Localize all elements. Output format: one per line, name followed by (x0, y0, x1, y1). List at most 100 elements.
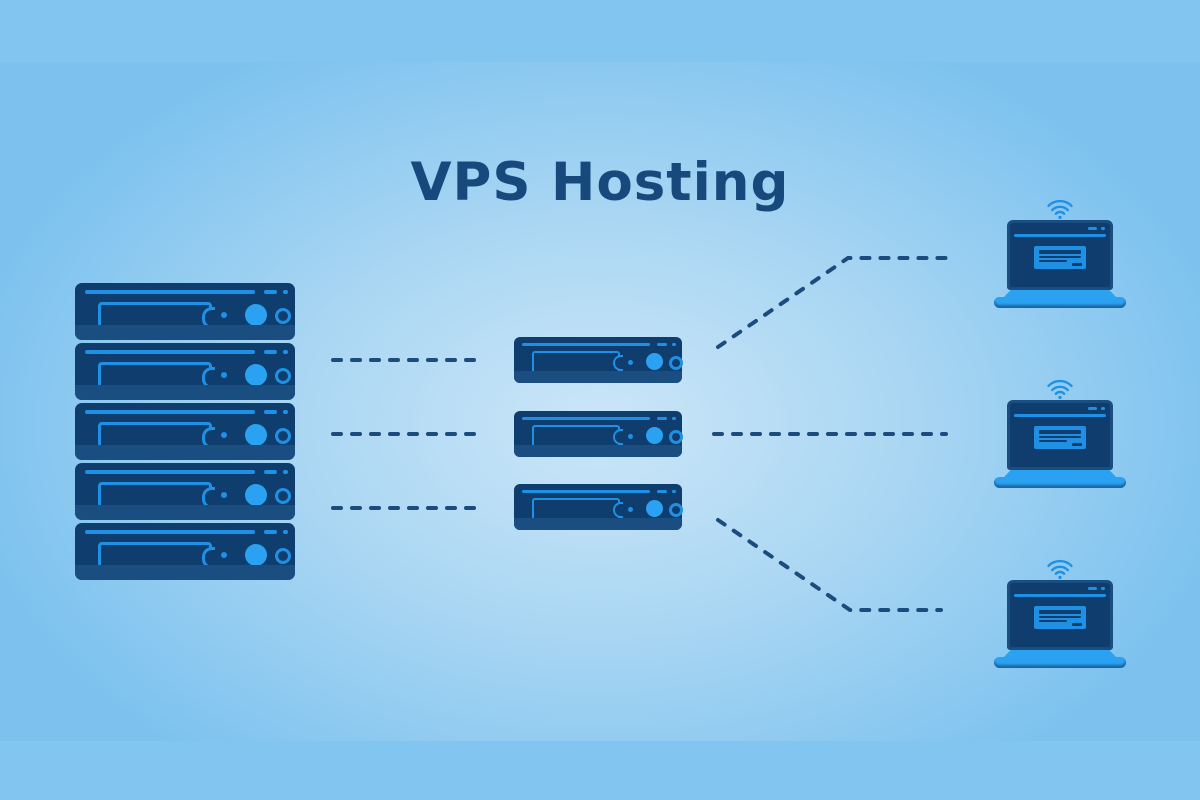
server-unit (75, 463, 295, 520)
wifi-icon (1047, 559, 1073, 579)
screen-dash (1101, 227, 1105, 230)
status-dot (221, 312, 227, 318)
server-led-strip (522, 416, 650, 420)
power-button (646, 500, 663, 517)
screen-dash (1088, 587, 1097, 590)
client-laptop (994, 197, 1126, 308)
status-dot (628, 507, 633, 512)
client-group (994, 197, 1126, 668)
status-dot (221, 492, 227, 498)
server-led-dash (264, 290, 277, 294)
server-led-dash (672, 343, 676, 346)
indicator-ring (275, 308, 291, 324)
server-unit (75, 523, 295, 580)
bottom-band (0, 741, 1200, 800)
window-line (1039, 260, 1067, 262)
server-base (514, 444, 682, 457)
screen-dash (1088, 227, 1097, 230)
server-led-strip (522, 343, 650, 346)
screen-toolbar-line (1014, 594, 1106, 597)
screen-dash (1101, 587, 1105, 590)
drive-bay-notch (613, 428, 623, 445)
server-led-dash (264, 410, 277, 414)
window-line (1039, 610, 1081, 614)
laptop-hinge (1004, 650, 1116, 657)
server-base (514, 518, 682, 530)
server-led-dash (283, 290, 288, 294)
server-unit (514, 337, 683, 383)
server-base (75, 385, 295, 400)
laptop-base (994, 657, 1126, 668)
screen-window (1034, 246, 1086, 269)
power-button (646, 426, 663, 444)
indicator-ring (275, 488, 291, 504)
server-led-dash (283, 350, 288, 354)
server-led-strip (85, 290, 255, 294)
server-unit (514, 410, 683, 457)
server-unit (75, 283, 295, 340)
status-dot (221, 372, 227, 378)
server-led-dash (264, 350, 277, 354)
power-button (245, 304, 267, 326)
server-unit (514, 484, 683, 530)
top-band (0, 0, 1200, 62)
window-button (1072, 443, 1082, 446)
server-unit (75, 403, 295, 460)
connector-line (716, 518, 943, 612)
power-button (245, 424, 267, 446)
window-line (1039, 440, 1067, 442)
client-laptop (994, 557, 1126, 668)
server-led-strip (85, 410, 255, 414)
server-base (514, 371, 682, 383)
wifi-icon (1047, 199, 1073, 219)
laptop-base (994, 477, 1126, 488)
server-led-strip (85, 530, 255, 534)
laptop-screen (1007, 580, 1113, 650)
indicator-ring (275, 368, 291, 384)
window-line (1039, 430, 1081, 434)
power-button (245, 484, 267, 506)
screen-toolbar-line (1014, 234, 1106, 237)
server-led-dash (264, 530, 277, 534)
window-line (1039, 620, 1067, 622)
server-base (75, 445, 295, 460)
window-line (1039, 436, 1081, 438)
screen-toolbar-line (1014, 414, 1106, 417)
indicator-ring (275, 548, 291, 564)
server-led-strip (522, 490, 650, 493)
screen-dash (1101, 407, 1105, 410)
drive-bay-notch (613, 355, 623, 371)
drive-bay-notch (613, 502, 623, 518)
client-laptop (994, 377, 1126, 488)
server-led-dash (672, 416, 676, 420)
wifi-icon (1047, 379, 1073, 399)
server-led-dash (283, 410, 288, 414)
server-led-dash (283, 470, 288, 474)
laptop-screen (1007, 400, 1113, 470)
window-button (1072, 263, 1082, 266)
virtual-server-group (514, 337, 683, 530)
server-led-strip (85, 350, 255, 354)
status-dot (628, 433, 633, 439)
laptop-hinge (1004, 470, 1116, 477)
power-button (646, 353, 663, 370)
connector-line (716, 256, 948, 349)
status-dot (221, 552, 227, 558)
server-led-dash (657, 416, 667, 420)
window-button (1072, 623, 1082, 626)
screen-window (1034, 606, 1086, 629)
server-base (75, 505, 295, 520)
window-line (1039, 256, 1081, 258)
server-led-dash (283, 530, 288, 534)
window-line (1039, 250, 1081, 254)
server-led-dash (657, 343, 667, 346)
page-title: VPS Hosting (410, 152, 790, 213)
indicator-ring (669, 429, 683, 444)
status-dot (628, 360, 633, 365)
indicator-ring (669, 503, 683, 517)
laptop-base (994, 297, 1126, 308)
screen-dash (1088, 407, 1097, 410)
status-dot (221, 432, 227, 438)
window-line (1039, 616, 1081, 618)
